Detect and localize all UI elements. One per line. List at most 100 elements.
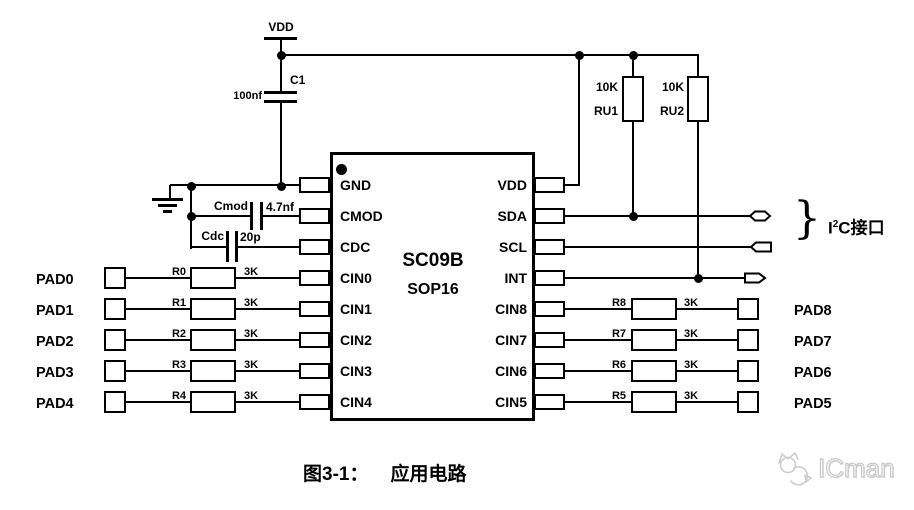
pin-cin2	[299, 332, 330, 348]
pin-int	[534, 270, 565, 286]
r2-resistor	[190, 329, 236, 351]
pin-cin7	[534, 332, 565, 348]
ru2-value-label: 10K	[661, 80, 684, 94]
pad4-terminal	[104, 391, 126, 413]
wire	[676, 370, 738, 372]
c1-ref-label: C1	[290, 73, 306, 87]
r4-value-label: 3K	[244, 390, 259, 402]
r6-resistor	[631, 360, 677, 382]
wire-c1-to-gnd-row	[280, 102, 282, 187]
wire	[125, 339, 191, 341]
pin-label-cin7: CIN7	[495, 332, 527, 348]
pin-label-cin6: CIN6	[495, 363, 527, 379]
pin-cin6	[534, 363, 565, 379]
pad3-label: PAD3	[36, 365, 74, 381]
pad2-terminal	[104, 329, 126, 351]
ru2-ref-label: RU2	[659, 104, 684, 118]
pad3-terminal	[104, 360, 126, 382]
pin1-marker-dot	[336, 164, 347, 175]
r5-resistor	[631, 391, 677, 413]
wire	[676, 308, 738, 310]
ground-symbol-bar2	[158, 204, 177, 207]
pin-cdc	[299, 239, 330, 255]
pad6-terminal	[737, 360, 759, 382]
cat-logo-icon	[778, 452, 812, 486]
wire-sda	[564, 215, 750, 217]
r3-value-label: 3K	[244, 359, 259, 371]
cdc-ref-label: Cdc	[201, 229, 224, 243]
pad1-label: PAD1	[36, 303, 74, 319]
cmod-value-label: 4.7nf	[266, 200, 295, 214]
vdd-symbol-bar	[264, 37, 297, 40]
pin-scl	[534, 239, 565, 255]
cmod-capacitor-plate-left	[250, 202, 253, 230]
int-port-connector	[744, 272, 767, 284]
pin-cin8	[534, 301, 565, 317]
pad6-label: PAD6	[794, 365, 832, 381]
wire	[235, 308, 300, 310]
wire-cmod-left	[191, 215, 252, 217]
watermark-text: ICman	[817, 453, 895, 483]
wire	[564, 370, 632, 372]
wire-vddpin-riser	[578, 54, 580, 186]
junction-dot	[575, 51, 584, 60]
wire-vdd-to-c1	[280, 39, 282, 92]
pin-label-cin0: CIN0	[340, 270, 372, 286]
pad8-label: PAD8	[794, 303, 832, 319]
wire-top-rail	[280, 54, 699, 56]
wire	[564, 339, 632, 341]
r1-resistor	[190, 298, 236, 320]
ru1-ref-label: RU1	[593, 104, 618, 118]
r3-resistor	[190, 360, 236, 382]
cdc-capacitor-plate-left	[226, 231, 229, 262]
r1-ref-label: R1	[171, 297, 186, 309]
ru1-value-label: 10K	[595, 80, 618, 94]
r0-ref-label: R0	[171, 266, 186, 278]
pad8-terminal	[737, 298, 759, 320]
ic-body	[330, 152, 535, 421]
pin-label-cmod: CMOD	[340, 208, 383, 224]
pin-gnd	[299, 177, 330, 193]
ic-part-number: SC09B	[402, 250, 464, 271]
wire-ru1-to-sda	[632, 121, 634, 218]
sda-port-connector	[748, 210, 772, 222]
junction-dot	[629, 212, 638, 221]
r0-resistor	[190, 267, 236, 289]
pin-label-cin4: CIN4	[340, 394, 372, 410]
r1-value-label: 3K	[244, 297, 259, 309]
wire	[125, 277, 191, 279]
pin-vdd	[534, 177, 565, 193]
wire	[125, 308, 191, 310]
ic-package-label: SOP16	[407, 281, 459, 298]
pin-label-cin3: CIN3	[340, 363, 372, 379]
wire	[125, 370, 191, 372]
wire-vddpin-stub	[564, 184, 580, 186]
cmod-capacitor-plate-right	[260, 202, 263, 230]
r5-value-label: 3K	[684, 390, 699, 402]
c1-capacitor-plate-bottom	[264, 100, 297, 103]
i2c-interface-label: I2C接口	[828, 216, 885, 238]
wire	[676, 401, 738, 403]
wire-scl	[564, 246, 752, 248]
pin-label-cin1: CIN1	[340, 301, 372, 317]
watermark: ICman	[772, 448, 895, 488]
wire-int	[564, 277, 745, 279]
pin-label-gnd: GND	[340, 177, 372, 193]
i2c-label-sup: 2	[832, 219, 839, 230]
junction-dot	[187, 212, 196, 221]
pad1-terminal	[104, 298, 126, 320]
r4-resistor	[190, 391, 236, 413]
wire-ru2-top	[697, 54, 699, 76]
pad4-label: PAD4	[36, 396, 74, 412]
scl-port-connector	[749, 241, 772, 253]
ground-symbol-bar1	[152, 198, 183, 201]
r4-ref-label: R4	[171, 390, 186, 402]
junction-dot	[629, 51, 638, 60]
pin-label-vdd: VDD	[497, 177, 527, 193]
cmod-ref-label: Cmod	[214, 199, 248, 213]
i2c-group-brace: }	[793, 193, 821, 244]
i2c-label-rest: C接口	[838, 218, 885, 238]
pin-cin4	[299, 394, 330, 410]
r8-ref-label: R8	[611, 297, 626, 309]
